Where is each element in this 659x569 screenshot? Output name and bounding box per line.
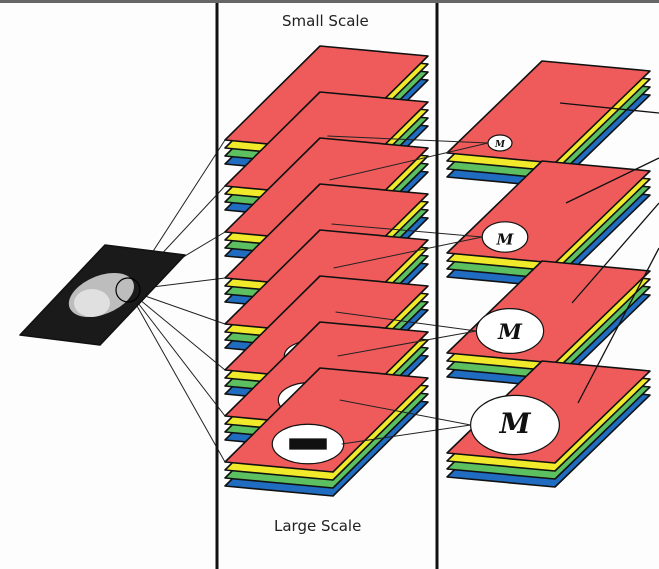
connector-line (127, 289, 226, 463)
connector-line (341, 424, 471, 445)
symbol-m: M (499, 407, 532, 440)
diagram-canvas: M M M M (19, 3, 659, 569)
large-stack-1: M (446, 60, 651, 188)
face-image (19, 244, 186, 346)
connector-line (329, 142, 489, 181)
output-line (571, 202, 659, 304)
connector-line (337, 330, 477, 357)
small-scale-label: Small Scale (282, 12, 369, 30)
face-cheek (74, 289, 110, 317)
large-stack-3: M (446, 260, 651, 388)
connector-line (333, 236, 483, 269)
connector-line (127, 289, 226, 417)
symbol-m: M (496, 231, 515, 249)
symbol-m: M (497, 320, 523, 345)
output-line (577, 247, 659, 404)
small-stack-8 (224, 367, 429, 497)
symbol-m: M (494, 140, 506, 150)
large-stack-4: M (446, 360, 651, 488)
connector-line (335, 311, 477, 332)
connector-line (327, 135, 489, 144)
output-line (559, 102, 659, 114)
output-line (565, 157, 659, 204)
connector-line (331, 223, 483, 238)
large-stack-2: M (446, 160, 651, 288)
large-scale-label: Large Scale (274, 517, 362, 535)
connector-line (127, 289, 226, 371)
face-focus-circle (115, 277, 141, 303)
feature-mark (289, 438, 327, 450)
connector-line (339, 399, 471, 426)
stacks: M M M M (224, 45, 659, 497)
